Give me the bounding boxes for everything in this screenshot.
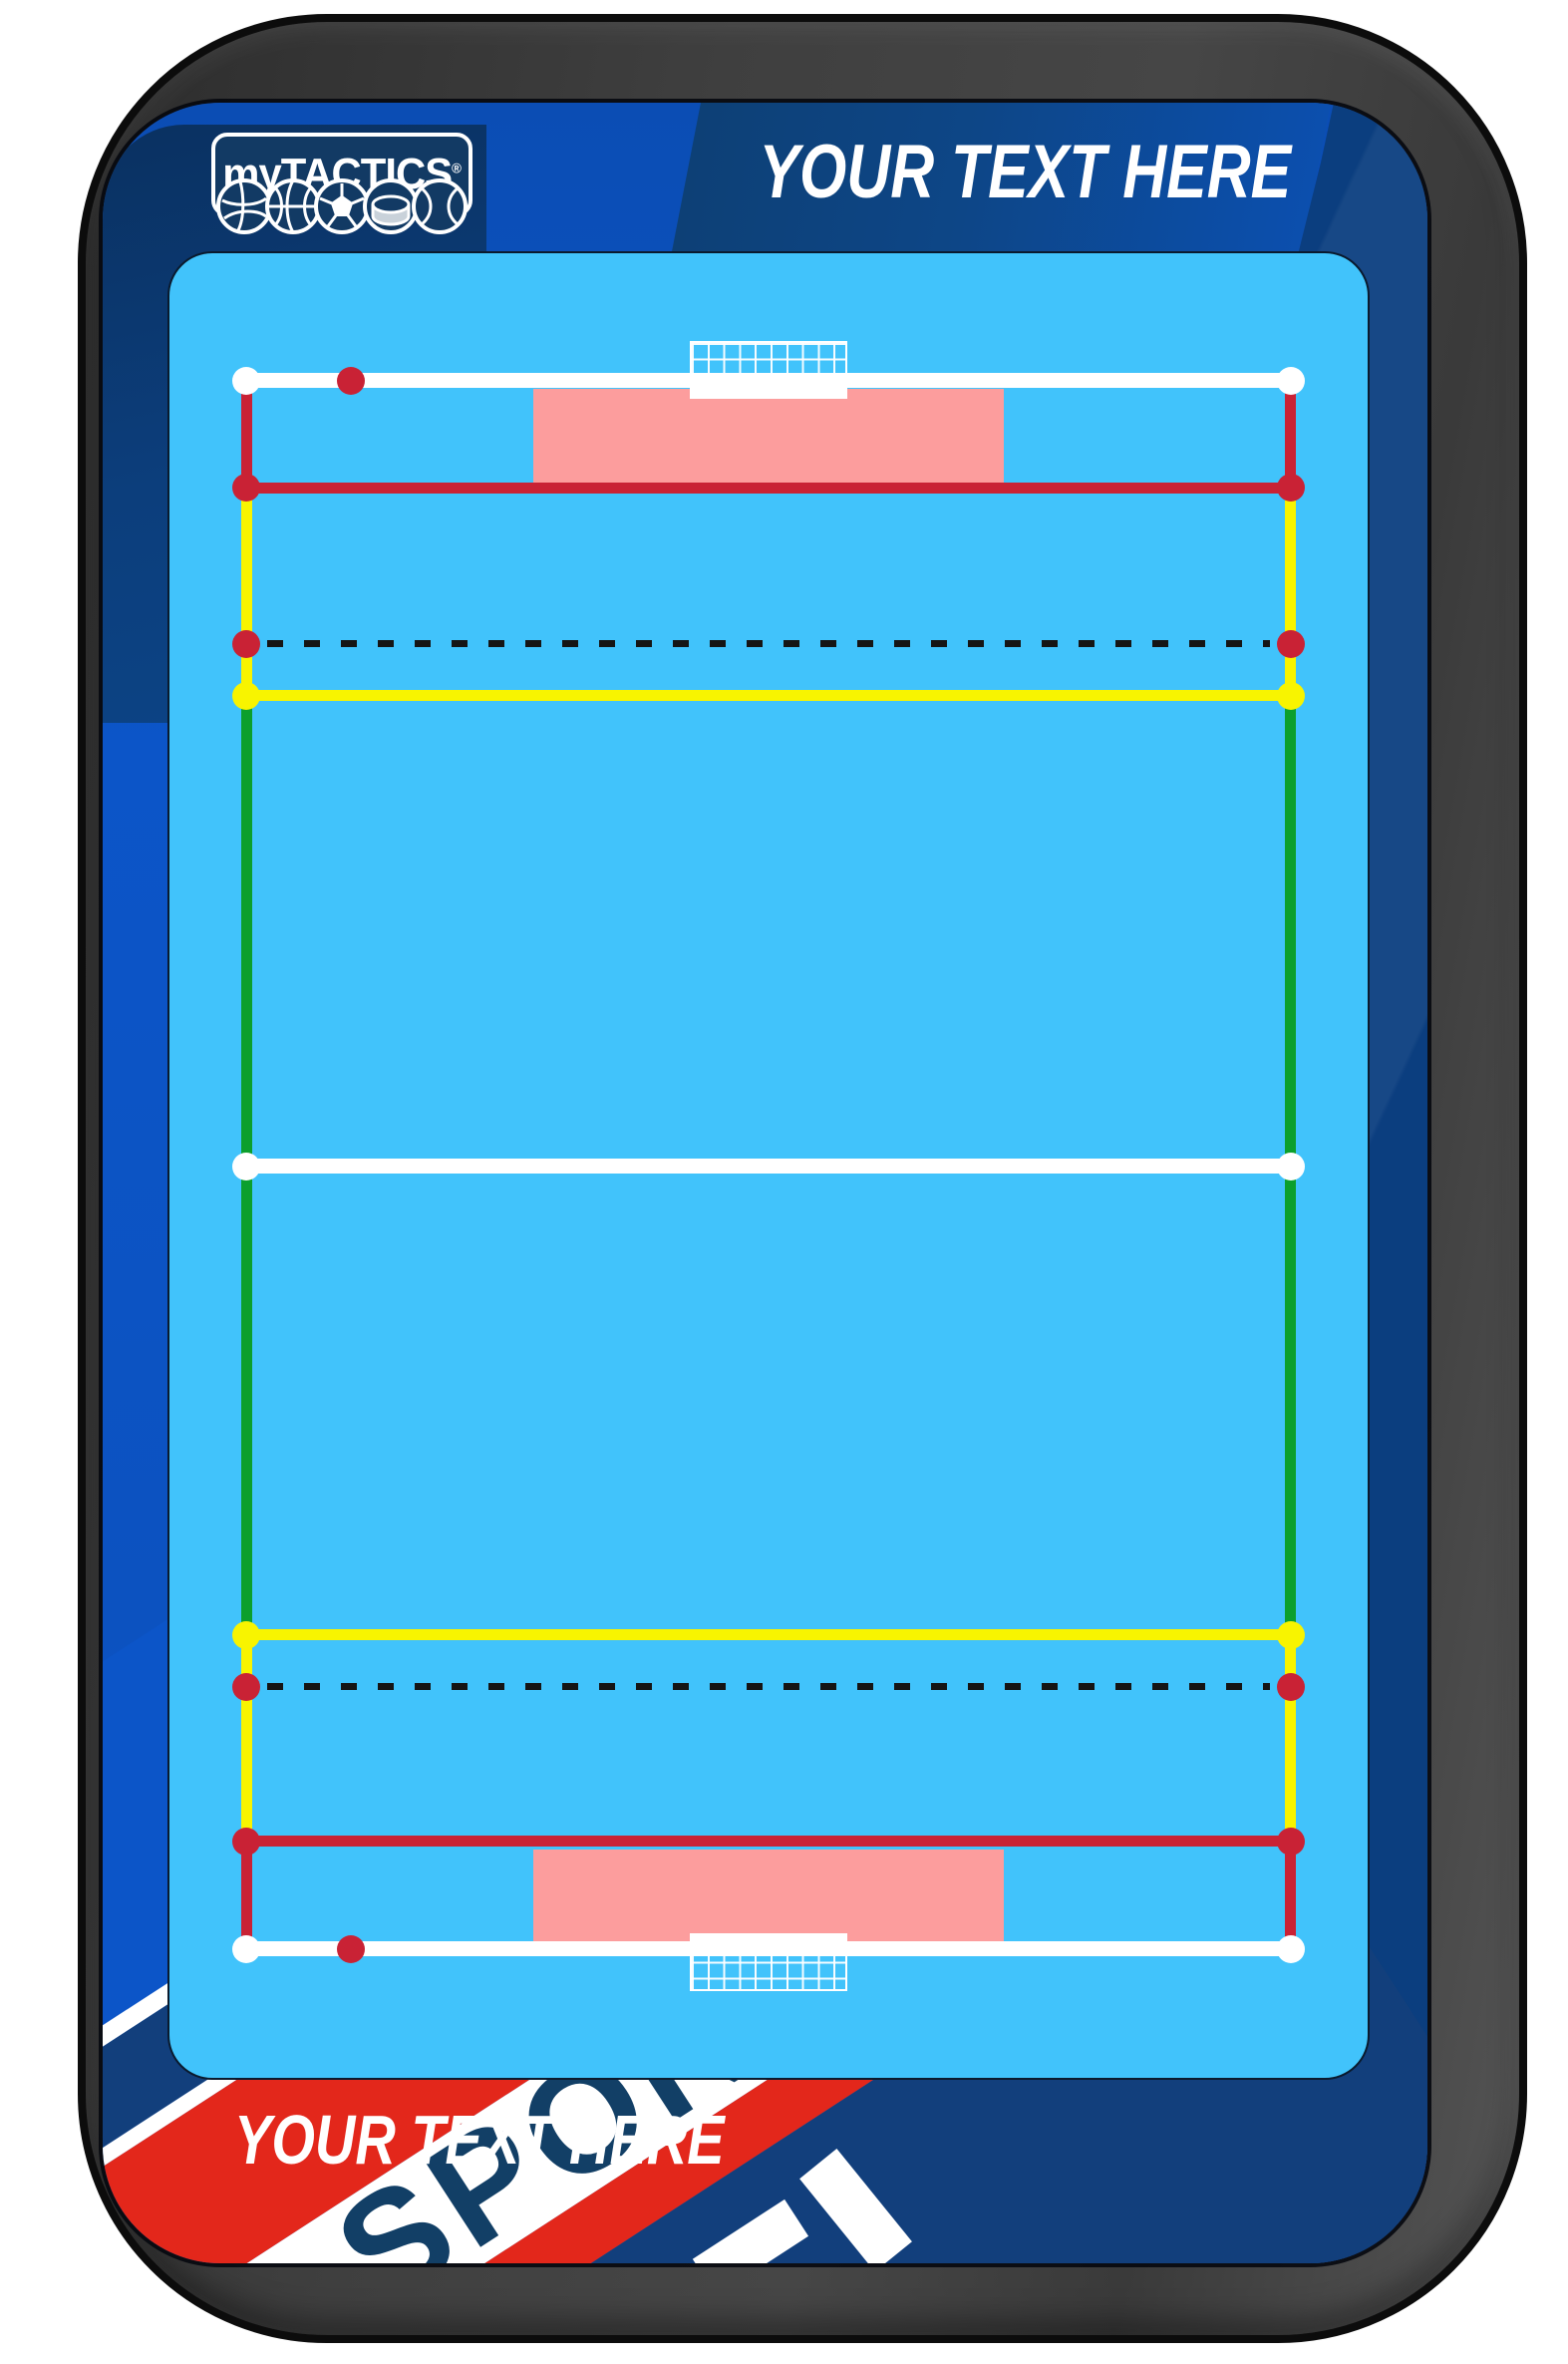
half-distance-line (246, 1159, 1291, 1174)
goal-line-top (246, 373, 1291, 388)
brand-logo: myTACTICS® (211, 133, 472, 234)
goal-crossbar (690, 1933, 847, 1944)
rail-segment-yellow (1285, 1635, 1296, 1842)
goal-crossbar (690, 388, 847, 399)
marker-dot-yellow (1277, 1621, 1305, 1649)
marker-dot-red (232, 1828, 260, 1856)
two-meter-line-bottom (246, 1836, 1291, 1847)
soccer-ball-icon (314, 178, 370, 234)
marker-dot-yellow (1277, 682, 1305, 710)
marker-dot-white (232, 367, 260, 395)
water-polo-pool (167, 251, 1370, 2080)
goal-top (690, 341, 847, 399)
footer-custom-text: YOUR TEXT HERE (234, 2101, 725, 2179)
marker-dot-red (232, 630, 260, 658)
two-meter-line-top (246, 483, 1291, 494)
marker-dot-white (1277, 367, 1305, 395)
rail-segment-red (241, 1842, 252, 1949)
marker-dot-white (1277, 1935, 1305, 1963)
header-custom-text: YOUR TEXT HERE (759, 130, 1291, 214)
six-meter-line-top (246, 690, 1291, 701)
rail-segment-yellow (1285, 488, 1296, 696)
rail-segment-yellow (241, 488, 252, 696)
volleyball-icon (216, 178, 272, 234)
board-print-area: SPORT myTACTICS® (103, 103, 1427, 2263)
rail-segment-yellow (241, 1635, 252, 1842)
marker-dot-white (232, 1153, 260, 1181)
marker-dot-red (1277, 474, 1305, 502)
marker-dot-white (1277, 1153, 1305, 1181)
rail-segment-red (1285, 1842, 1296, 1949)
sticker-cut-letter (799, 2148, 912, 2263)
marker-dot-yellow (232, 682, 260, 710)
marker-dot-red (1277, 630, 1305, 658)
goal-line-bottom (246, 1941, 1291, 1956)
sticker-cut-letter (692, 2198, 809, 2263)
rail-segment-red (1285, 381, 1296, 488)
tennis-ball-icon (412, 178, 468, 234)
sports-balls-row (216, 178, 468, 234)
basketball-icon (265, 178, 321, 234)
hockey-puck-icon (363, 178, 419, 234)
exclusion-zone-top (533, 389, 1004, 483)
rail-segment-red (241, 381, 252, 488)
marker-dot-red (1277, 1673, 1305, 1701)
six-meter-line-bottom (246, 1629, 1291, 1640)
marker-dot-red (232, 1673, 260, 1701)
registered-mark: ® (452, 160, 463, 176)
exclusion-zone-bottom (533, 1850, 1004, 1943)
marker-dot-red (337, 1935, 365, 1963)
marker-dot-white (232, 1935, 260, 1963)
penalty-dashed-line-top (267, 640, 1270, 647)
marker-dot-yellow (232, 1621, 260, 1649)
penalty-dashed-line-bottom (267, 1683, 1270, 1690)
marker-dot-red (1277, 1828, 1305, 1856)
marker-dot-red (232, 474, 260, 502)
marker-dot-red (337, 367, 365, 395)
